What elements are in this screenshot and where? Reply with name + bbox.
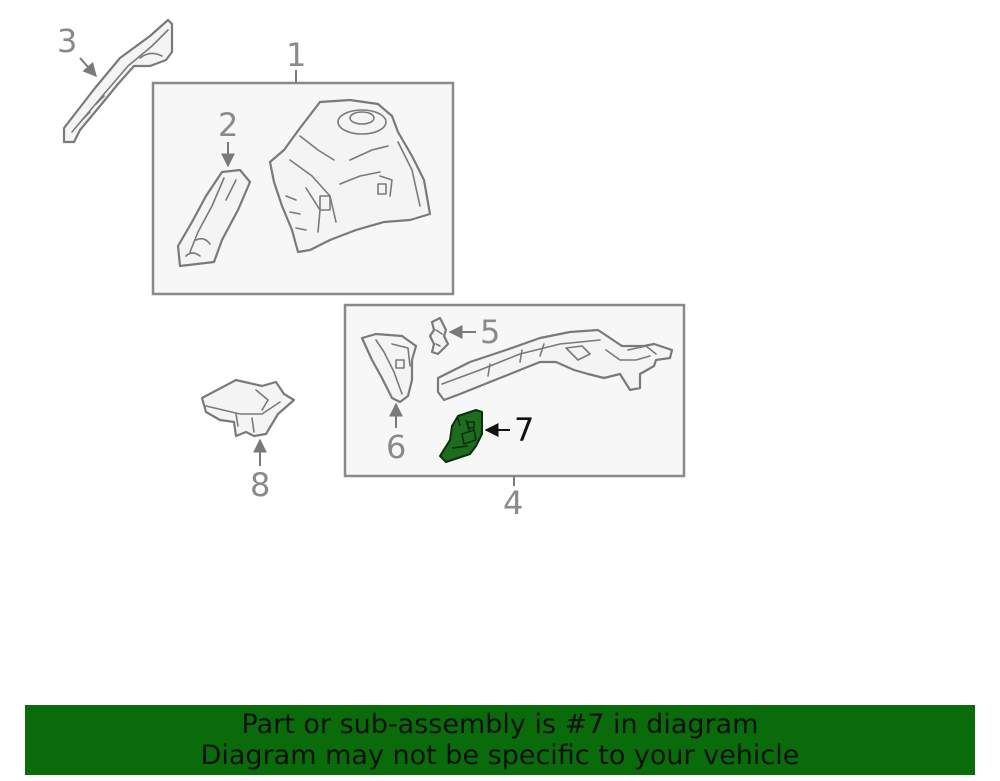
part-6-drawing[interactable]	[360, 332, 418, 404]
part-7-highlight	[439, 409, 483, 463]
part-2-drawing[interactable]	[176, 168, 252, 268]
leader-3	[79, 57, 97, 78]
banner-line-2: Diagram may not be specific to your vehi…	[200, 740, 800, 771]
banner-line-1: Part or sub-assembly is #7 in diagram	[241, 709, 759, 740]
parts-diagram: 3 1 2 4 5	[57, 18, 686, 522]
info-banner: Part or sub-assembly is #7 in diagram Di…	[25, 705, 975, 775]
callout-8: 8	[250, 466, 270, 504]
part-3-drawing[interactable]	[62, 18, 174, 144]
part-4-rail-drawing[interactable]	[436, 328, 674, 402]
callout-1: 1	[286, 36, 306, 74]
callout-2: 2	[218, 106, 238, 144]
callout-3: 3	[57, 22, 77, 60]
callout-5: 5	[480, 313, 500, 351]
part-8-drawing[interactable]	[200, 378, 296, 438]
callout-4: 4	[503, 484, 523, 522]
part-1-drawing[interactable]	[268, 98, 432, 254]
part-5-drawing[interactable]	[428, 316, 450, 356]
callout-7: 7	[514, 411, 534, 449]
part-7-drawing[interactable]	[439, 409, 483, 463]
callout-6: 6	[386, 428, 406, 466]
